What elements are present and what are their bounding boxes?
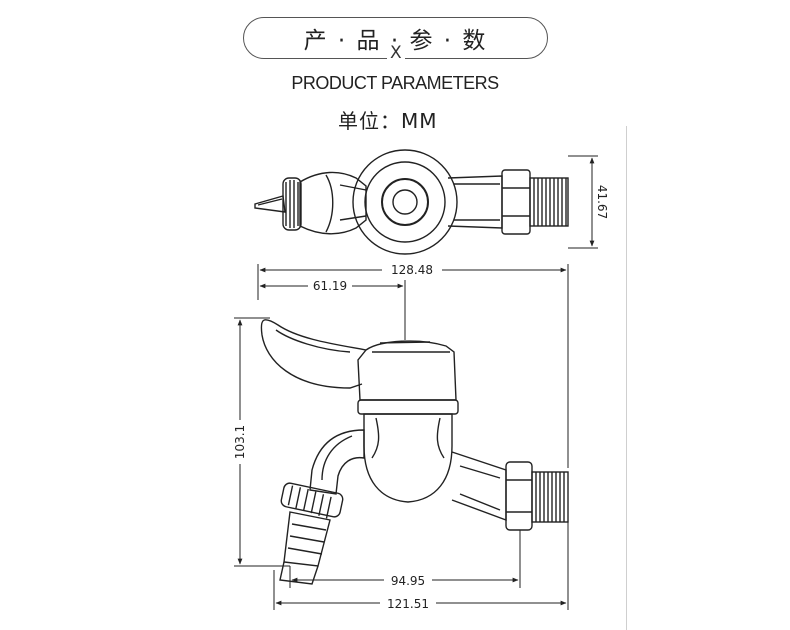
top-view-handle-body	[299, 171, 367, 235]
top-view-hex-nut	[501, 169, 531, 235]
subtitle: PRODUCT PARAMETERS	[291, 73, 499, 93]
dim-label-94-95: 94.95	[391, 574, 425, 588]
front-view-knurled-ring	[280, 482, 344, 518]
dim-label-121-51: 121.51	[387, 597, 429, 611]
top-view-handle-lever	[254, 195, 286, 213]
dim-label-103-1: 103.1	[233, 425, 247, 459]
top-view-knurled-nut	[282, 177, 302, 231]
top-view-body-ring	[352, 149, 458, 255]
dim-label-41-67: 41.67	[595, 185, 609, 219]
top-view	[254, 149, 598, 255]
top-view-thread	[529, 177, 569, 227]
front-view-cap	[357, 340, 457, 401]
divider-line	[626, 126, 627, 630]
dim-label-128-48: 128.48	[391, 263, 433, 277]
front-view-body	[363, 413, 453, 503]
front-view-hex-nut	[505, 461, 533, 531]
top-view-center-bore	[381, 178, 429, 226]
front-view-thread	[531, 471, 569, 523]
front-view-lever-handle	[260, 319, 367, 389]
title-cross-mark: X	[387, 44, 405, 62]
dim-label-61-19: 61.19	[313, 279, 347, 293]
front-view-spout	[309, 429, 365, 495]
front-view	[234, 264, 569, 610]
unit-label: 单位：MM	[338, 109, 438, 133]
